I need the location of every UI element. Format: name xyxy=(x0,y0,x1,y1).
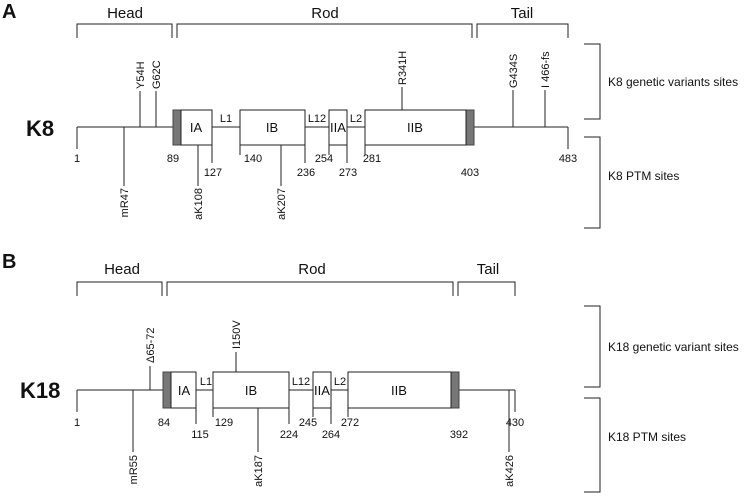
linker-l2-label: L2 xyxy=(334,376,346,388)
position-number: 392 xyxy=(450,429,468,441)
panel-label: A xyxy=(2,1,16,23)
rod-end-cap xyxy=(465,109,475,146)
protein-name: K18 xyxy=(20,378,60,403)
position-number: 84 xyxy=(158,417,170,429)
domain-ia-label: IA xyxy=(190,120,203,135)
head-bracket xyxy=(76,23,173,38)
domain-iib-box xyxy=(364,109,467,146)
domain-ib-label: IB xyxy=(266,120,278,135)
rod-end-cap xyxy=(450,371,460,409)
position-number: 224 xyxy=(280,429,298,441)
domain-iib-label: IIB xyxy=(391,383,407,398)
position-number: 254 xyxy=(315,153,333,165)
position-number: 127 xyxy=(204,167,222,179)
variant-label: G434S xyxy=(508,54,520,88)
panel-a: A Head Rod Tail K8 IA IB IIA IIB L1 L12 … xyxy=(2,1,738,229)
position-number: 483 xyxy=(559,153,577,165)
ptm-label: aK108 xyxy=(193,188,205,220)
variant-label: I 466-fs xyxy=(540,51,552,88)
position-number: 115 xyxy=(191,429,209,441)
ptm-label: aK207 xyxy=(276,188,288,220)
ptm-label: mR47 xyxy=(119,188,131,217)
variants-bracket-label: K8 genetic variants sites xyxy=(608,75,738,89)
variant-label: Y54H xyxy=(135,61,147,89)
ptm-label: mR55 xyxy=(128,455,140,484)
domain-iib-label: IIB xyxy=(407,120,423,135)
domain-ia-box xyxy=(170,371,197,409)
linker-l2-label: L2 xyxy=(350,113,362,125)
domain-ib-label: IB xyxy=(245,383,257,398)
head-label: Head xyxy=(107,5,143,22)
position-number: 245 xyxy=(299,417,317,429)
variant-label: Δ65-72 xyxy=(145,328,157,363)
tail-bracket xyxy=(457,281,516,296)
rod-bracket xyxy=(166,281,454,296)
linker-l1-label: L1 xyxy=(220,113,232,125)
rod-start-cap xyxy=(162,371,172,409)
domain-ib-box xyxy=(239,109,306,146)
linker-l1-label: L1 xyxy=(200,376,212,388)
panel-label: B xyxy=(2,251,16,273)
variant-label: I150V xyxy=(231,320,243,349)
rod-start-cap xyxy=(172,109,182,146)
linker-l12-label: L12 xyxy=(292,376,310,388)
ptm-label: aK426 xyxy=(504,455,516,487)
tail-label: Tail xyxy=(511,5,534,22)
position-number: 89 xyxy=(167,153,179,165)
tail-bracket xyxy=(476,23,569,38)
domain-iia-label: IIA xyxy=(330,120,346,135)
ptm-label: aK187 xyxy=(253,455,265,487)
position-number: 273 xyxy=(339,167,357,179)
variants-bracket-label: K18 genetic variant sites xyxy=(608,340,739,354)
panel-b: B Head Rod Tail K18 IA IB IIA IIB L1 L12… xyxy=(2,251,739,493)
domain-iib-box xyxy=(347,371,452,409)
ptm-bracket-label: K8 PTM sites xyxy=(608,169,679,183)
position-number: 430 xyxy=(506,417,524,429)
variant-label: R341H xyxy=(397,51,409,85)
domain-iia-box xyxy=(328,109,348,146)
position-number: 129 xyxy=(215,417,233,429)
linker-l12-label: L12 xyxy=(308,113,326,125)
ptm-bracket xyxy=(584,136,601,229)
domain-iia-box xyxy=(312,371,332,409)
position-number: 272 xyxy=(341,417,359,429)
domain-ia-box xyxy=(180,109,213,146)
domain-ib-box xyxy=(212,371,290,409)
domain-ia-label: IA xyxy=(178,383,191,398)
tail-label: Tail xyxy=(477,261,500,278)
head-label: Head xyxy=(104,261,140,278)
rod-label: Rod xyxy=(311,5,339,22)
position-number: 236 xyxy=(297,167,315,179)
position-number: 264 xyxy=(322,429,340,441)
position-number: 281 xyxy=(363,153,381,165)
variants-bracket xyxy=(584,43,601,120)
position-number: 1 xyxy=(74,153,80,165)
position-number: 403 xyxy=(461,167,479,179)
position-number: 140 xyxy=(244,153,262,165)
ptm-bracket xyxy=(584,397,601,493)
protein-name: K8 xyxy=(26,116,54,141)
variants-bracket xyxy=(584,305,601,388)
position-number: 1 xyxy=(74,417,80,429)
variant-label: G62C xyxy=(151,60,163,89)
rod-label: Rod xyxy=(298,261,326,278)
ptm-bracket-label: K18 PTM sites xyxy=(608,430,686,444)
head-bracket xyxy=(76,281,163,296)
domain-iia-label: IIA xyxy=(314,383,330,398)
rod-bracket xyxy=(176,23,473,38)
